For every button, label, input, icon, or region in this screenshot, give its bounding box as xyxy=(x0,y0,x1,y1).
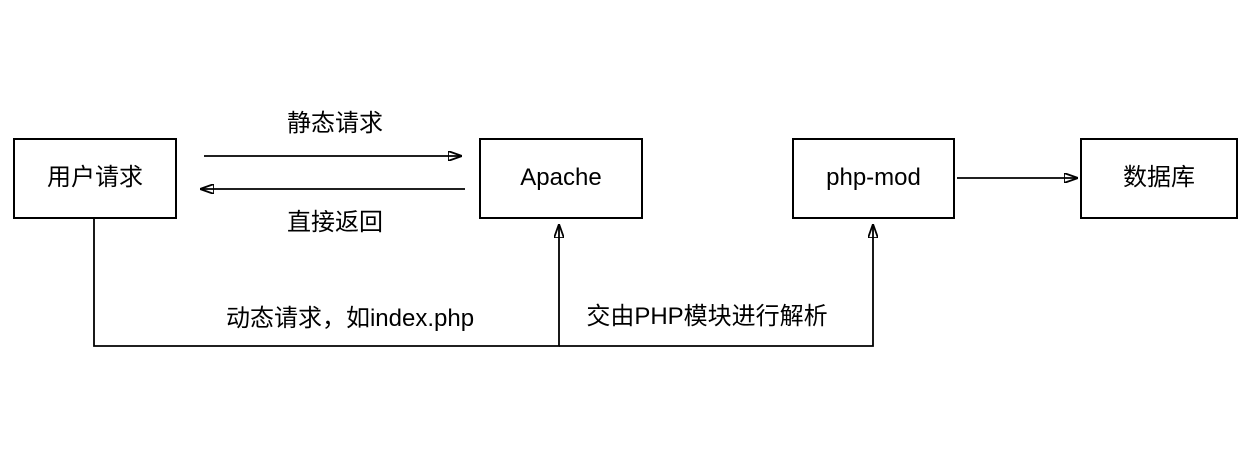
node-database-label: 数据库 xyxy=(1123,164,1195,192)
node-user-request: 用户请求 xyxy=(13,138,177,219)
node-php-mod: php-mod xyxy=(792,138,955,219)
edge-dynamic-request-arrow xyxy=(93,219,559,347)
edge-label-static-request: 静态请求 xyxy=(285,110,385,139)
edge-label-php-parse: 交由PHP模块进行解析 xyxy=(584,303,830,332)
node-database: 数据库 xyxy=(1080,138,1238,219)
edge-label-direct-return: 直接返回 xyxy=(285,209,385,238)
node-apache: Apache xyxy=(479,138,643,219)
node-php-mod-label: php-mod xyxy=(826,164,921,192)
node-apache-label: Apache xyxy=(520,164,602,192)
edge-label-dynamic-request: 动态请求，如index.php xyxy=(223,305,477,334)
edge-php-parse-arrow xyxy=(559,224,873,347)
node-user-request-label: 用户请求 xyxy=(47,164,143,192)
